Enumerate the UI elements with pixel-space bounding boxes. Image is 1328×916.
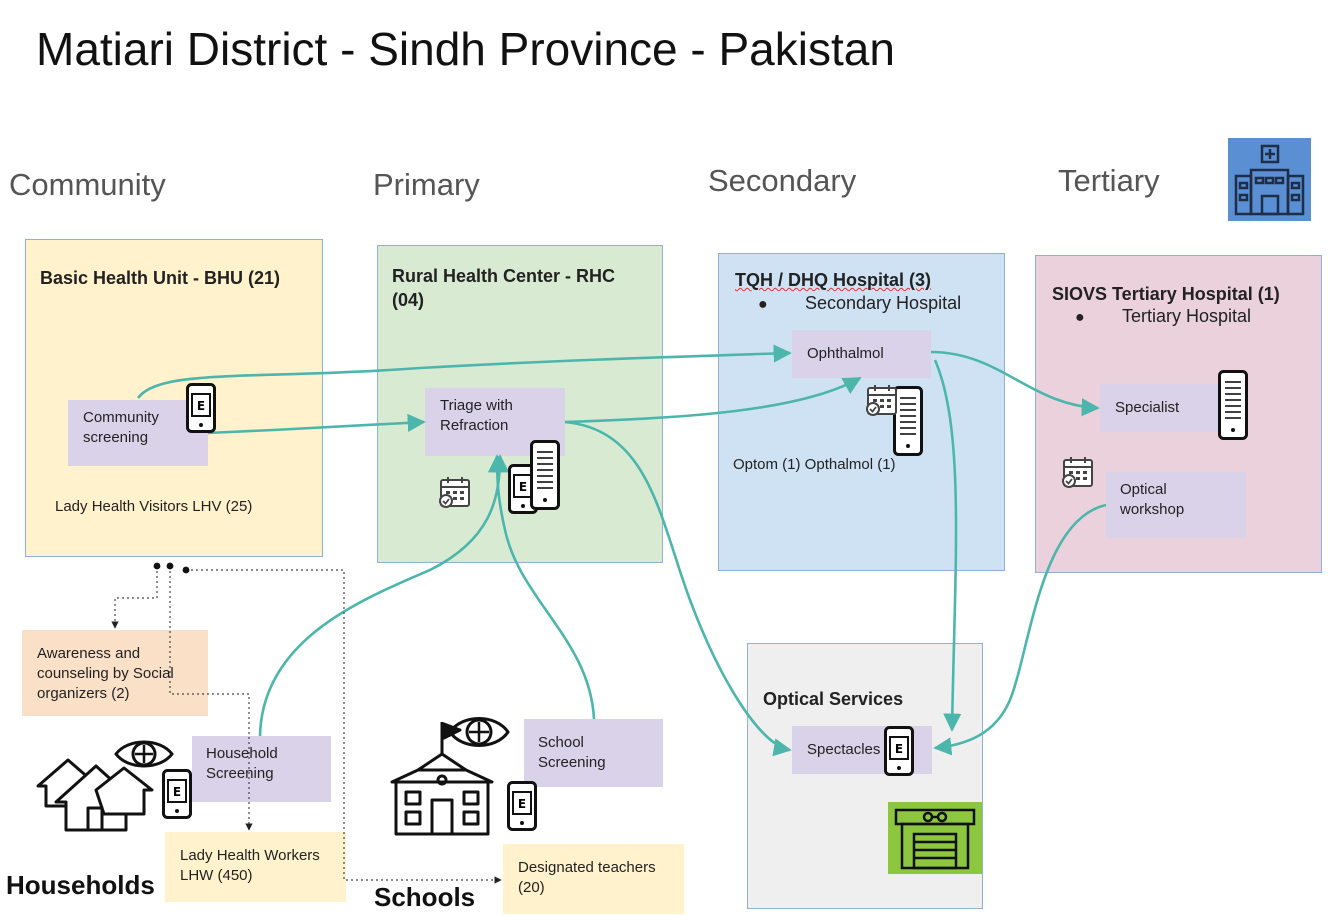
tqh-bullet-text: Secondary Hospital	[805, 293, 962, 313]
arrow-household-to-triage	[258, 454, 510, 737]
mobile-eye-chart-icon: E	[884, 726, 914, 781]
optical-shop-icon	[888, 802, 982, 874]
mobile-list-icon	[1218, 370, 1248, 445]
households-label: Households	[6, 870, 155, 900]
community-screening-box: Community screening	[68, 400, 208, 466]
page-title: Matiari District - Sindh Province - Paki…	[36, 23, 895, 75]
arrow-community-to-triage	[207, 413, 426, 435]
lhw-box: Lady Health Workers LHW (450)	[165, 832, 346, 902]
awareness-box: Awareness and counseling by Social organ…	[22, 630, 208, 716]
mobile-list-icon	[893, 386, 923, 461]
calendar-check-icon	[864, 382, 900, 423]
household-screening-box: Household Screening	[192, 736, 331, 802]
optical-title: Optical Services	[763, 689, 904, 709]
hospital-building-icon	[1228, 138, 1311, 221]
dotted-to-lhw	[169, 566, 253, 831]
lhv-note: Lady Health Visitors LHV (25)	[55, 498, 253, 515]
siovs-bullet-text: Tertiary Hospital	[1122, 306, 1252, 326]
optical-workshop-box: Optical workshop	[1106, 472, 1246, 538]
arrow-school-to-triage	[487, 454, 596, 720]
dotted-to-awareness	[111, 566, 158, 629]
siovs-bullet: ●Tertiary Hospital	[1075, 306, 1252, 326]
calendar-check-icon	[437, 474, 473, 515]
svg-text:E: E	[519, 480, 527, 494]
specialist-box: Specialist	[1100, 384, 1220, 432]
tqh-bullet: ●Secondary Hospital	[758, 293, 962, 313]
svg-text:E: E	[518, 797, 526, 811]
bhu-panel	[25, 239, 323, 557]
mobile-eye-chart-icon: E	[507, 781, 537, 836]
arrow-triage-to-ophthalmol	[564, 376, 862, 424]
designated-teachers-box: Designated teachers (20)	[503, 844, 684, 914]
school-eye-icon	[388, 708, 524, 843]
svg-text:E: E	[895, 742, 903, 756]
arrow-ophthalmol-to-specialist	[930, 350, 1100, 417]
svg-text:E: E	[173, 785, 181, 799]
arrow-triage-to-spectacles	[564, 420, 792, 757]
arrow-community-to-ophthalmol	[136, 344, 792, 399]
tqh-title-text: TQH / DHQ Hospital (3)	[735, 270, 932, 290]
mobile-eye-chart-icon: E	[162, 769, 192, 824]
school-screening-box: School Screening	[524, 719, 663, 787]
level-primary: Primary	[373, 167, 480, 202]
houses-eye-icon	[34, 734, 178, 837]
mobile-eye-chart-icon: E	[186, 383, 216, 438]
arrow-ophthalmol-to-spectacles	[933, 359, 962, 732]
level-community: Community	[9, 167, 166, 202]
dotted-to-teachers	[186, 569, 502, 884]
mobile-list-icon	[530, 440, 560, 515]
level-tertiary: Tertiary	[1058, 163, 1160, 198]
calendar-check-icon	[1060, 454, 1096, 495]
tqh-panel	[718, 253, 1005, 571]
optom-note: Optom (1) Opthalmol (1)	[733, 456, 896, 473]
arrow-workshop-to-spectacles	[933, 503, 1107, 756]
siovs-title: SIOVS Tertiary Hospital (1)	[1052, 284, 1280, 304]
level-secondary: Secondary	[708, 163, 857, 198]
rhc-title: Rural Health Center - RHC (04)	[392, 266, 616, 310]
bhu-title: Basic Health Unit - BHU (21)	[40, 268, 281, 288]
tqh-title: TQH / DHQ Hospital (3)	[735, 268, 931, 292]
ophthalmol-box: Ophthalmol	[792, 330, 931, 378]
svg-text:E: E	[197, 399, 205, 413]
schools-label: Schools	[374, 882, 476, 912]
